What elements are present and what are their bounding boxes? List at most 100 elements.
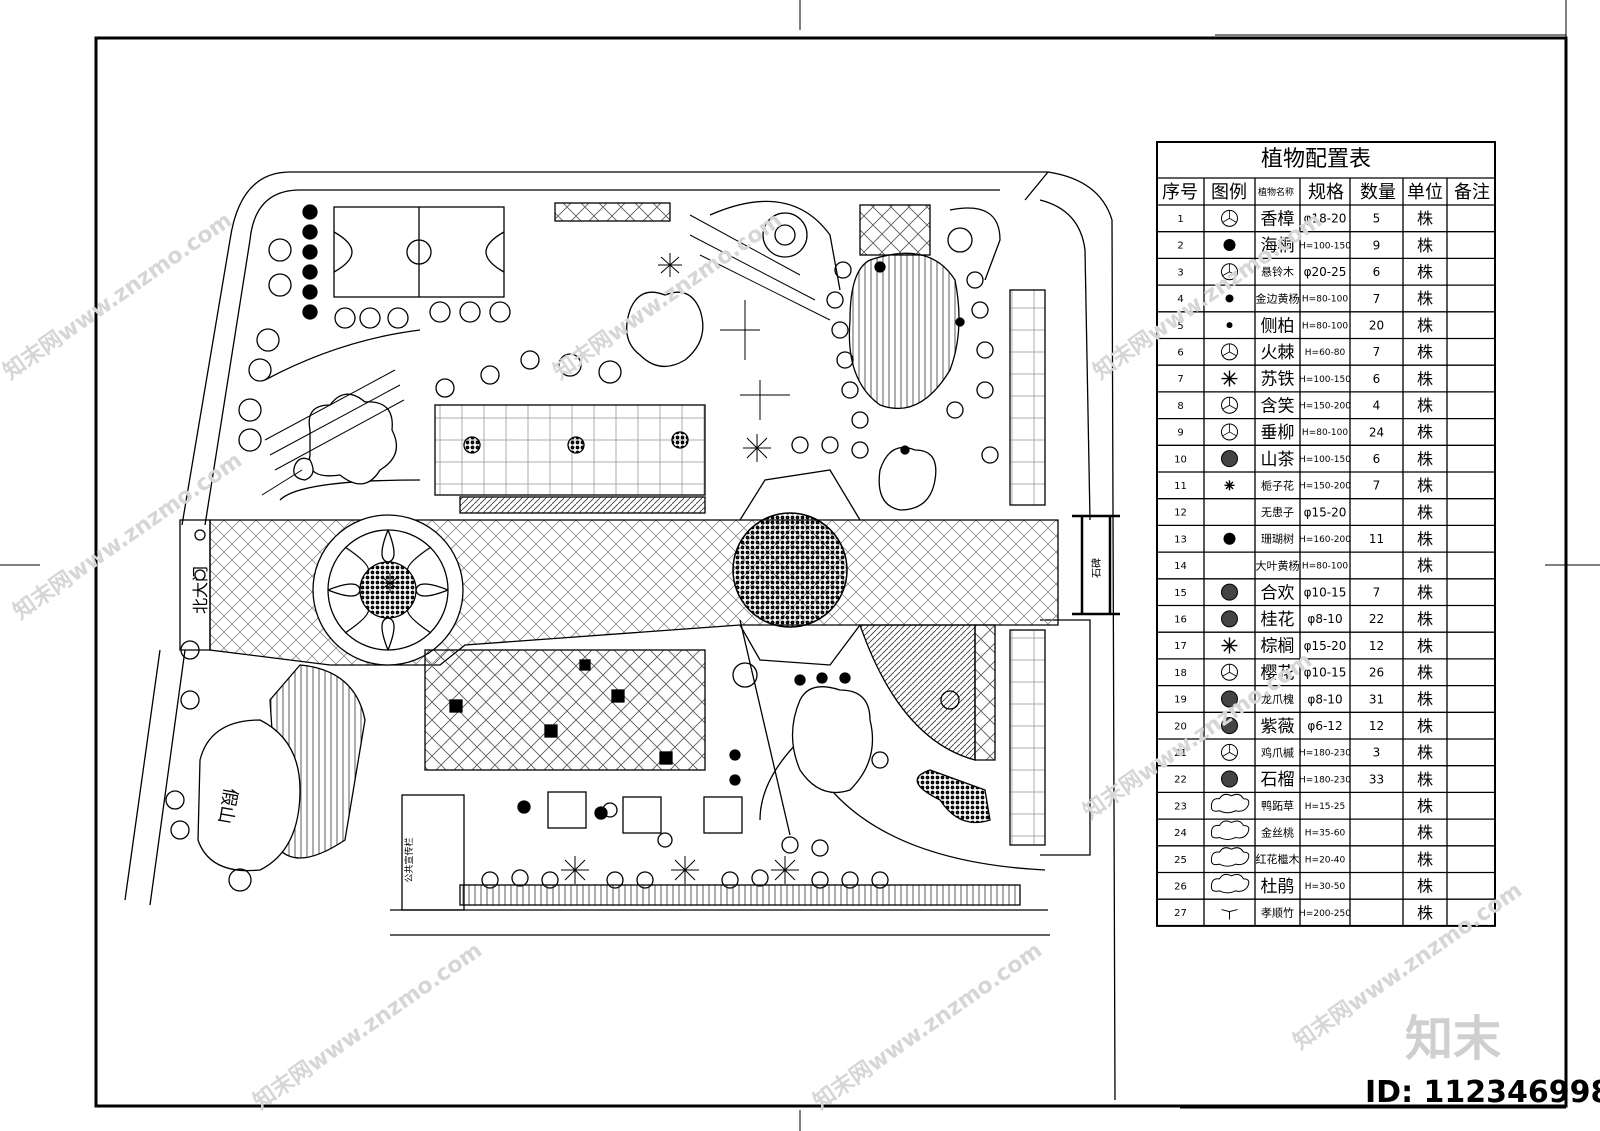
starburst-plants: [380, 253, 799, 884]
north-gate-label: 北大门: [191, 566, 210, 614]
stone-tablet: [1072, 514, 1120, 616]
plant-quantity: 9: [1373, 238, 1381, 252]
palm-icon: [1221, 637, 1238, 654]
osmanthus-icon: [1221, 610, 1238, 628]
plant-quantity: 20: [1369, 318, 1384, 332]
header-no: 序号: [1162, 182, 1198, 203]
plant-unit: 株: [1417, 556, 1433, 575]
row-number: 26: [1174, 881, 1187, 892]
plant-unit: 株: [1417, 449, 1433, 468]
plane-tree-icon: [1221, 263, 1238, 281]
east-round-plaza: [732, 512, 848, 628]
plant-unit: 株: [1417, 903, 1433, 922]
hedge-cloud-icon: [1210, 847, 1250, 867]
plant-unit: 株: [1417, 476, 1433, 495]
plant-quantity: 26: [1369, 666, 1384, 680]
plant-spec: H=15-25: [1305, 802, 1345, 812]
plant-quantity: 6: [1373, 372, 1381, 386]
table-grid: [1156, 141, 1496, 927]
plant-spec: φ18-20: [1304, 212, 1347, 226]
site-plan: [124, 171, 1120, 1101]
hedge-cloud-icon: [1210, 793, 1250, 814]
row-number: 3: [1177, 267, 1183, 278]
plant-quantity: 7: [1373, 292, 1381, 306]
watermark-text: 知末网www.znzmo.com: [0, 207, 237, 385]
header-unit: 单位: [1407, 182, 1443, 203]
table-title: 植物配置表: [1261, 147, 1371, 172]
plant-unit: 株: [1417, 770, 1433, 789]
plant-name: 金丝桃: [1261, 825, 1294, 839]
row-number: 2: [1177, 241, 1183, 252]
plant-quantity: 12: [1369, 719, 1384, 733]
plant-spec: H=80-100: [1302, 321, 1348, 331]
silk-tree-icon: [1221, 583, 1238, 601]
plant-spec: H=180-230: [1299, 775, 1351, 785]
plant-quantity: 5: [1373, 212, 1381, 226]
plant-name: 侧柏: [1261, 316, 1295, 336]
header-qty: 数量: [1360, 182, 1396, 203]
plant-name: 苏铁: [1261, 370, 1295, 390]
plant-spec: H=100-150: [1299, 455, 1351, 465]
plant-name: 金边黄杨: [1256, 291, 1300, 305]
plant-spec: H=160-200: [1299, 535, 1351, 545]
plant-name: 棕榈: [1261, 637, 1295, 657]
pagoda-tree-icon: [1221, 690, 1238, 708]
plant-unit: 株: [1417, 877, 1433, 896]
plant-quantity: 22: [1369, 612, 1384, 626]
plant-unit: 株: [1417, 289, 1433, 308]
watermark-text: 知末网www.znzmo.com: [249, 937, 487, 1115]
plant-spec: H=100-150: [1299, 375, 1351, 385]
header-spec: 规格: [1308, 182, 1344, 203]
plant-spec: φ8-10: [1307, 612, 1342, 626]
row-number: 4: [1177, 294, 1183, 305]
row-number: 17: [1174, 641, 1187, 652]
cherry-icon: [1221, 663, 1238, 681]
plant-unit: 株: [1417, 583, 1433, 602]
pomegranate-icon: [1221, 770, 1238, 788]
plant-quantity: 33: [1369, 772, 1384, 786]
plant-unit: 株: [1417, 369, 1433, 388]
plant-name: 合欢: [1261, 583, 1295, 603]
row-number: 27: [1174, 908, 1187, 919]
row-number: 15: [1174, 588, 1187, 599]
plant-name: 山茶: [1261, 450, 1295, 470]
plant-name: 紫薇: [1261, 717, 1295, 737]
plant-unit: 株: [1417, 343, 1433, 362]
plant-spec: φ10-15: [1304, 666, 1347, 680]
row-number: 20: [1174, 721, 1187, 732]
plant-name: 珊瑚树: [1261, 532, 1294, 546]
plant-unit: 株: [1417, 823, 1433, 842]
plant-spec: φ6-12: [1307, 719, 1342, 733]
plant-name: 火棘: [1261, 343, 1295, 363]
row-number: 22: [1174, 775, 1187, 786]
plant-quantity: 31: [1369, 692, 1384, 706]
hedge-cloud-icon: [1210, 820, 1250, 840]
row-number: 21: [1174, 748, 1187, 759]
plant-spec: H=100-150: [1299, 241, 1351, 251]
row-number: 11: [1174, 481, 1187, 492]
boxwood-icon: [1225, 294, 1234, 303]
pond: [848, 252, 960, 410]
circular-plaza: [312, 514, 464, 666]
plant-unit: 株: [1417, 636, 1433, 655]
plant-spec: H=180-230: [1299, 749, 1351, 759]
plant-unit: 株: [1417, 797, 1433, 816]
plant-spec: H=150-200: [1299, 401, 1351, 411]
plant-name: 石榴: [1261, 770, 1295, 790]
plant-spec: H=80-100: [1302, 428, 1348, 438]
plant-spec: H=80-100: [1302, 562, 1348, 572]
plant-unit: 株: [1417, 663, 1433, 682]
